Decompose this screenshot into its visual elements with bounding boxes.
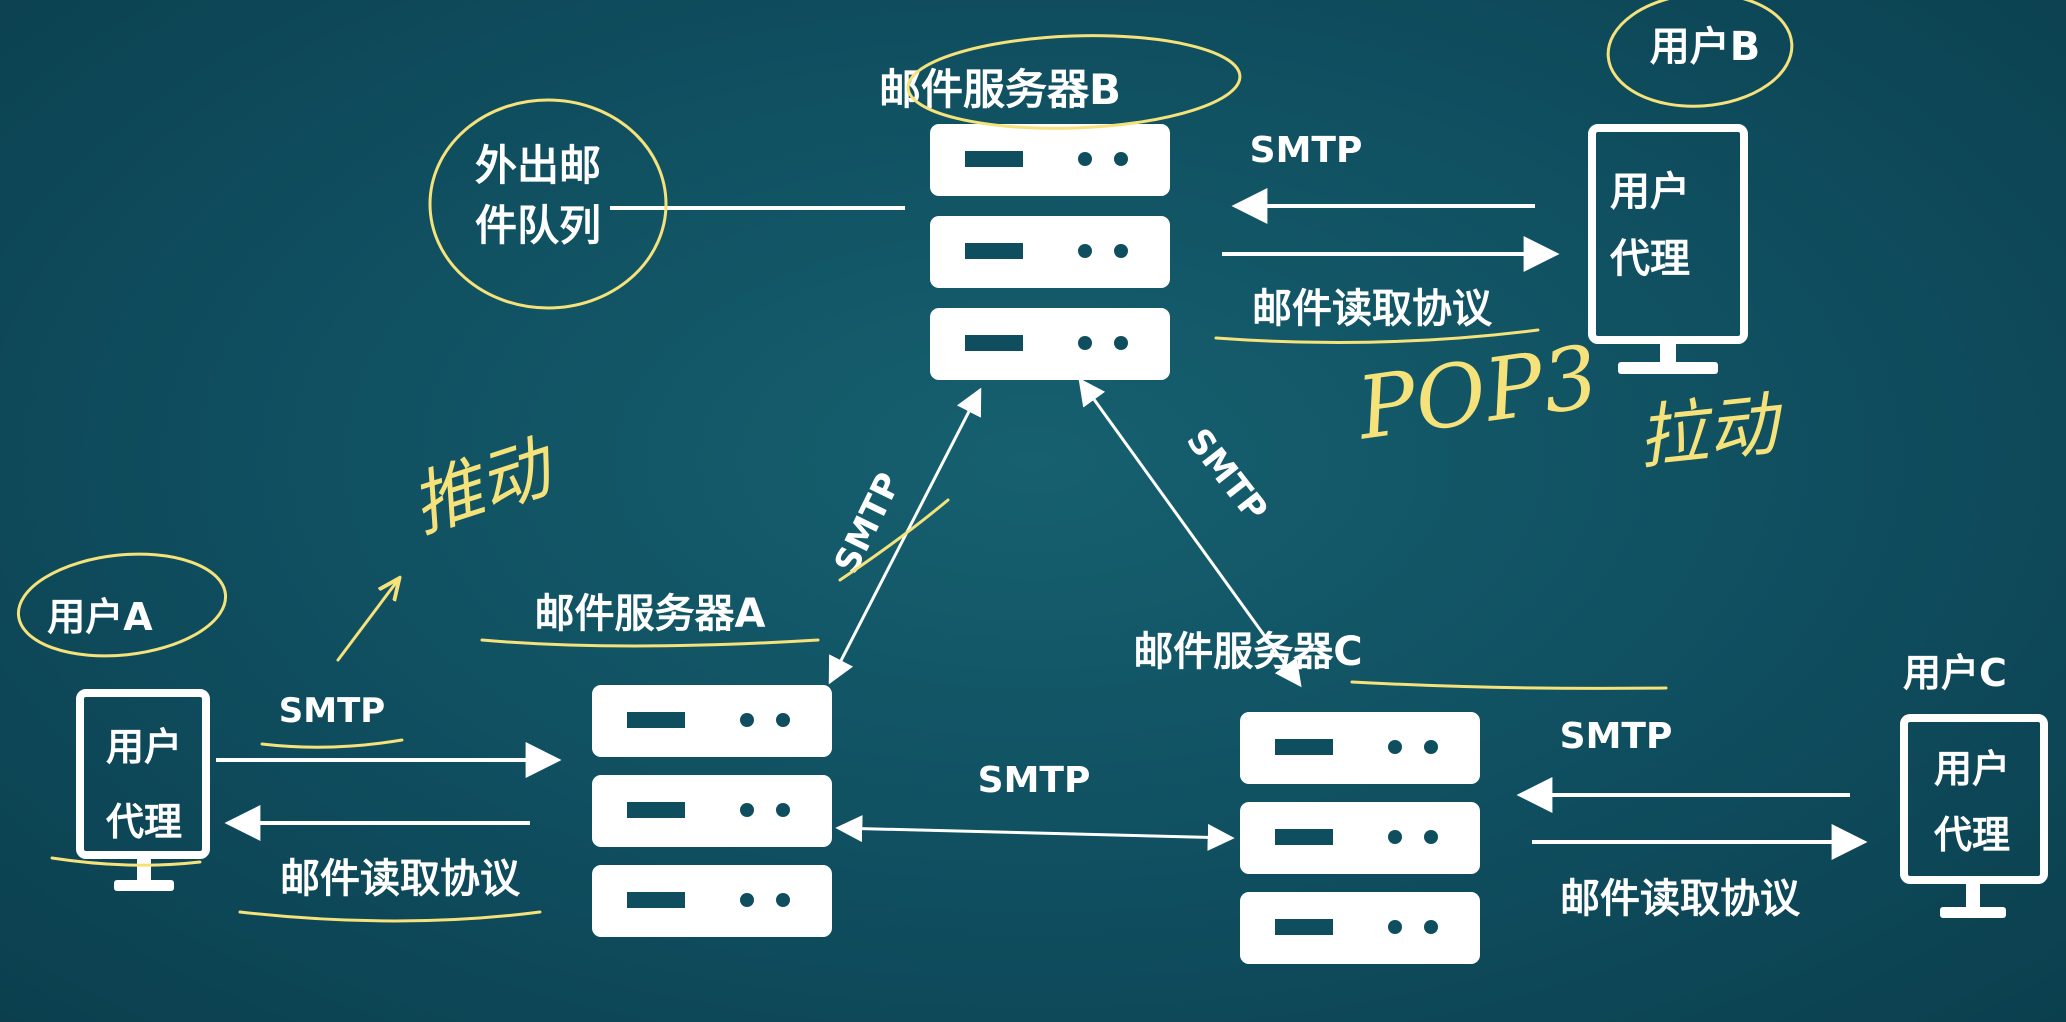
server-c-label: 邮件服务器C: [1133, 629, 1362, 675]
underline-smtp-b-a: [838, 498, 950, 582]
underline-read-protocol-b: [1214, 328, 1540, 344]
mail-server-c: [1240, 712, 1480, 964]
user-agent-a-line1: 用户: [106, 725, 182, 769]
server-c-unit-3: [1240, 892, 1480, 964]
circle-server-b: [906, 34, 1242, 130]
outgoing-queue: 外出邮 件队列: [475, 141, 601, 250]
read-protocol-label-userc: 邮件读取协议: [1560, 876, 1801, 922]
underline-smtp-a: [260, 738, 404, 749]
read-protocol-label-usera: 邮件读取协议: [280, 856, 521, 902]
read-protocol-label-userb: 邮件读取协议: [1252, 286, 1493, 332]
server-a-label: 邮件服务器A: [535, 591, 766, 637]
link-serverb-servera: [828, 387, 982, 685]
user-agent-a-monitor-icon: [76, 689, 210, 891]
server-b-unit-2: [930, 216, 1170, 288]
server-b-unit-3: [930, 308, 1170, 380]
server-a-unit-1: [592, 685, 832, 757]
user-agent-b-line2: 代理: [1609, 236, 1690, 282]
underline-user-agent-a: [50, 856, 202, 867]
user-b-label: 用户B: [1650, 24, 1761, 70]
underline-server-c: [1350, 680, 1668, 690]
smtp-label-usera: SMTP: [279, 691, 385, 731]
server-a-unit-3: [592, 865, 832, 937]
server-c-unit-1: [1240, 712, 1480, 784]
user-c-label: 用户C: [1903, 651, 2007, 695]
smtp-label-userb: SMTP: [1250, 130, 1363, 171]
circle-user-b: [1606, 0, 1794, 108]
user-agent-c-line1: 用户: [1934, 747, 2010, 791]
user-a-label: 用户A: [47, 595, 153, 639]
server-b-label: 邮件服务器B: [879, 65, 1121, 114]
smtp-label-b-a: SMTP: [827, 467, 910, 580]
outgoing-queue-line2: 件队列: [475, 201, 601, 250]
server-a-unit-2: [592, 775, 832, 847]
handwritten-annotations: [16, 0, 1794, 923]
underline-read-protocol-a: [238, 910, 542, 923]
user-agent-c-line2: 代理: [1934, 813, 2010, 857]
server-b-unit-1: [930, 124, 1170, 196]
smtp-label-a-c: SMTP: [978, 760, 1091, 801]
smtp-label-userc: SMTP: [1560, 716, 1673, 757]
circle-outgoing-queue: [428, 98, 668, 310]
mail-server-b: [930, 124, 1170, 380]
annotation-pull: 拉动: [1634, 382, 1789, 479]
user-agent-a-line2: 代理: [106, 800, 182, 844]
mail-server-a: [592, 685, 832, 937]
link-serverb-serverc: [1078, 377, 1302, 688]
annotation-push: 推动: [401, 424, 566, 547]
user-agent-b-line1: 用户: [1610, 169, 1690, 215]
underline-server-a: [480, 638, 820, 648]
push-arrow: [336, 580, 398, 662]
server-c-unit-2: [1240, 802, 1480, 874]
link-servera-serverc: [835, 815, 1235, 851]
user-agent-b-monitor-icon: [1588, 124, 1748, 374]
circle-user-a: [16, 552, 228, 658]
smtp-label-b-c: SMTP: [1178, 421, 1275, 530]
user-agent-c-monitor-icon: [1900, 714, 2048, 918]
outgoing-queue-line1: 外出邮: [475, 141, 601, 190]
annotation-pop3: POP3: [1350, 327, 1605, 460]
